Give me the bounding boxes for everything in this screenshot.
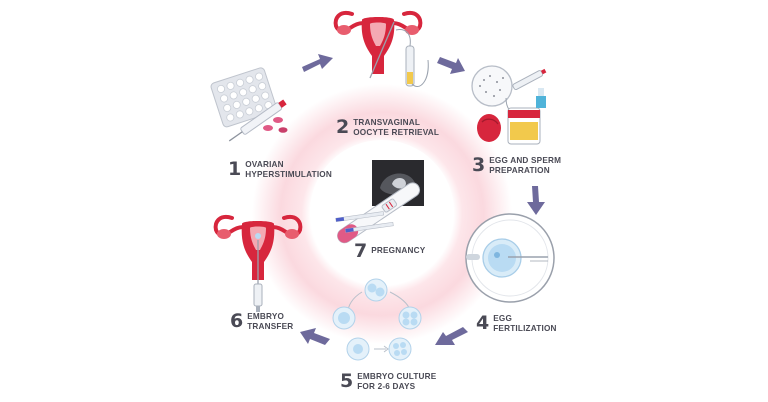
cycle-arrows xyxy=(300,54,545,345)
step-title-line1: TRANSVAGINAL xyxy=(353,118,421,127)
arrow-1-to-2 xyxy=(302,54,333,72)
step-title-line2: FOR 2-6 DAYS xyxy=(357,382,416,391)
step-title-line1: EMBRYO CULTURE xyxy=(357,372,437,381)
arrow-3-to-4 xyxy=(527,186,545,215)
pregnancy-test-and-ultrasound-icon xyxy=(335,160,424,244)
step-title-line2: PREPARATION xyxy=(489,166,550,175)
arrow-2-to-3 xyxy=(437,57,465,74)
step-7-label: 7 PREGNANCY xyxy=(354,240,426,262)
step-title-line1: PREGNANCY xyxy=(371,246,426,255)
step-title-line1: OVARIAN xyxy=(245,160,284,169)
pill-blister-and-syringe-icon xyxy=(210,67,288,142)
step-title-line1: EGG xyxy=(493,314,513,323)
step-number: 1 xyxy=(228,158,242,180)
step-title-line2: OOCYTE RETRIEVAL xyxy=(353,128,440,137)
step-title-line2: HYPERSTIMULATION xyxy=(245,170,332,179)
step-number: 3 xyxy=(472,154,486,176)
embryo-cells-icon xyxy=(332,278,422,361)
step-title-line2: FERTILIZATION xyxy=(493,324,557,333)
step-number: 6 xyxy=(230,310,244,332)
step-title-line2: TRANSFER xyxy=(247,322,294,331)
arrow-4-to-5 xyxy=(435,327,468,345)
step-title-line1: EGG AND SPERM xyxy=(489,156,562,165)
petri-dish-and-sample-cup-icon xyxy=(471,65,547,145)
step-number: 4 xyxy=(476,312,490,334)
uterus-with-transfer-catheter-icon xyxy=(213,215,303,312)
uterus-with-retrieval-needle-icon xyxy=(333,11,429,87)
step-number: 7 xyxy=(354,240,368,262)
step-number: 2 xyxy=(336,116,350,138)
step-number: 5 xyxy=(340,370,354,392)
arrow-5-to-6 xyxy=(300,328,330,345)
egg-microinjection-icon xyxy=(465,213,555,303)
step-title-line1: EMBRYO xyxy=(247,312,285,321)
